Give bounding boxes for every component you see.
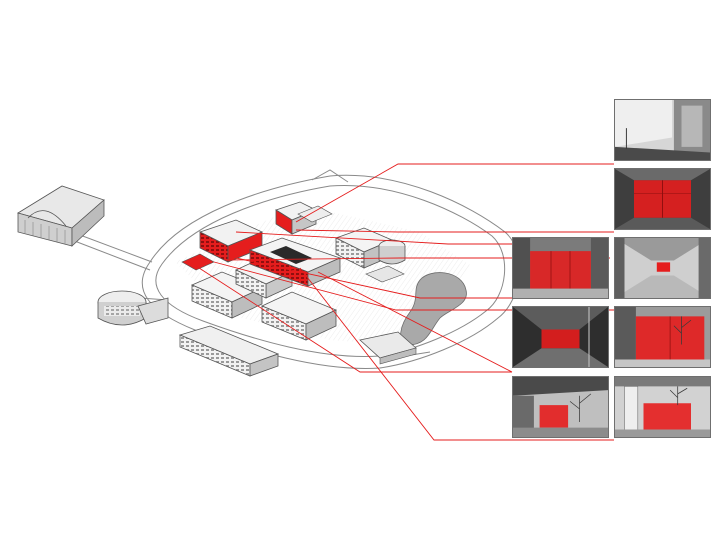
pier-structure [359,331,417,365]
photo-4 [614,237,711,299]
callout-line-8 [299,267,614,441]
callout-line-9 [317,271,513,373]
photo-7 [512,376,609,438]
callout-line-7 [195,265,512,373]
photo-6 [614,306,711,368]
photo-8 [614,376,711,438]
callout-line-1 [295,163,614,223]
photo-2 [614,168,711,230]
east-buildings [297,205,406,283]
callout-line-3 [235,231,512,245]
round-pavilion [97,290,169,326]
highlighted-buildings [181,201,342,287]
photo-3 [512,237,609,299]
photo-1 [614,99,711,161]
long-low-building [178,325,280,377]
pond [400,272,467,346]
photo-5 [512,306,609,368]
callout-line-4 [235,257,512,299]
callout-line-2 [295,229,614,233]
hangar-building [17,185,105,247]
callout-lines [195,163,614,441]
